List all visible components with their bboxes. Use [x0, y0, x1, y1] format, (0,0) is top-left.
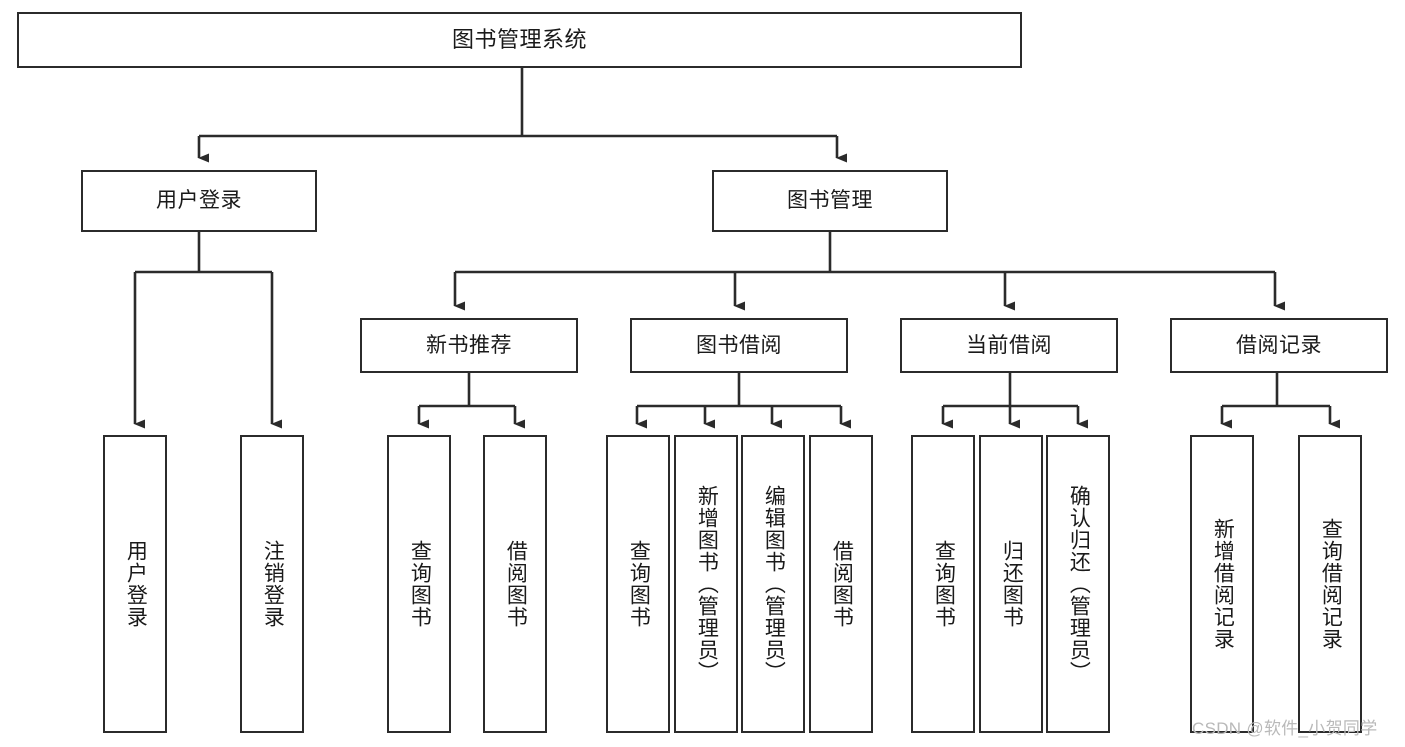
node-user-login[interactable]: 用户登录 [81, 170, 317, 232]
node-book-borrow-label: 图书借阅 [696, 333, 782, 357]
node-leaf-query-book-3-label: 查询图书 [932, 540, 956, 628]
node-leaf-query-book-1[interactable]: 查询图书 [387, 435, 451, 733]
node-leaf-confirm-return-label: 确认归还（管理员） [1067, 485, 1091, 683]
node-book-manage[interactable]: 图书管理 [712, 170, 948, 232]
node-root[interactable]: 图书管理系统 [17, 12, 1022, 68]
node-leaf-return-book-label: 归还图书 [1000, 540, 1024, 628]
node-leaf-add-record[interactable]: 新增借阅记录 [1190, 435, 1254, 733]
node-borrow-record-label: 借阅记录 [1236, 333, 1322, 357]
node-leaf-borrow-book-1[interactable]: 借阅图书 [483, 435, 547, 733]
csdn-watermark: CSDN @软件_小贺同学 [1192, 719, 1378, 738]
node-leaf-edit-book-label: 编辑图书（管理员） [762, 485, 786, 683]
node-new-book-rec[interactable]: 新书推荐 [360, 318, 578, 373]
node-leaf-borrow-book-1-label: 借阅图书 [504, 540, 528, 628]
node-leaf-query-record-label: 查询借阅记录 [1319, 518, 1343, 650]
node-leaf-confirm-return[interactable]: 确认归还（管理员） [1046, 435, 1110, 733]
node-book-borrow[interactable]: 图书借阅 [630, 318, 848, 373]
node-root-label: 图书管理系统 [451, 26, 587, 52]
node-current-borrow-label: 当前借阅 [966, 333, 1052, 357]
node-leaf-return-book[interactable]: 归还图书 [979, 435, 1043, 733]
node-current-borrow[interactable]: 当前借阅 [900, 318, 1118, 373]
node-leaf-add-record-label: 新增借阅记录 [1211, 518, 1235, 650]
node-leaf-query-book-2[interactable]: 查询图书 [606, 435, 670, 733]
node-leaf-query-book-3[interactable]: 查询图书 [911, 435, 975, 733]
node-leaf-user-logout-label: 注销登录 [261, 540, 285, 628]
node-user-login-label: 用户登录 [156, 189, 242, 213]
node-leaf-borrow-book-2[interactable]: 借阅图书 [809, 435, 873, 733]
node-leaf-borrow-book-2-label: 借阅图书 [830, 540, 854, 628]
node-leaf-user-login[interactable]: 用户登录 [103, 435, 167, 733]
node-leaf-user-login-label: 用户登录 [124, 540, 148, 628]
node-leaf-add-book[interactable]: 新增图书（管理员） [674, 435, 738, 733]
node-leaf-user-logout[interactable]: 注销登录 [240, 435, 304, 733]
node-leaf-add-book-label: 新增图书（管理员） [695, 485, 719, 683]
node-leaf-query-record[interactable]: 查询借阅记录 [1298, 435, 1362, 733]
node-leaf-query-book-2-label: 查询图书 [627, 540, 651, 628]
node-leaf-edit-book[interactable]: 编辑图书（管理员） [741, 435, 805, 733]
node-new-book-rec-label: 新书推荐 [426, 333, 512, 357]
node-borrow-record[interactable]: 借阅记录 [1170, 318, 1388, 373]
node-book-manage-label: 图书管理 [787, 189, 873, 213]
node-leaf-query-book-1-label: 查询图书 [408, 540, 432, 628]
